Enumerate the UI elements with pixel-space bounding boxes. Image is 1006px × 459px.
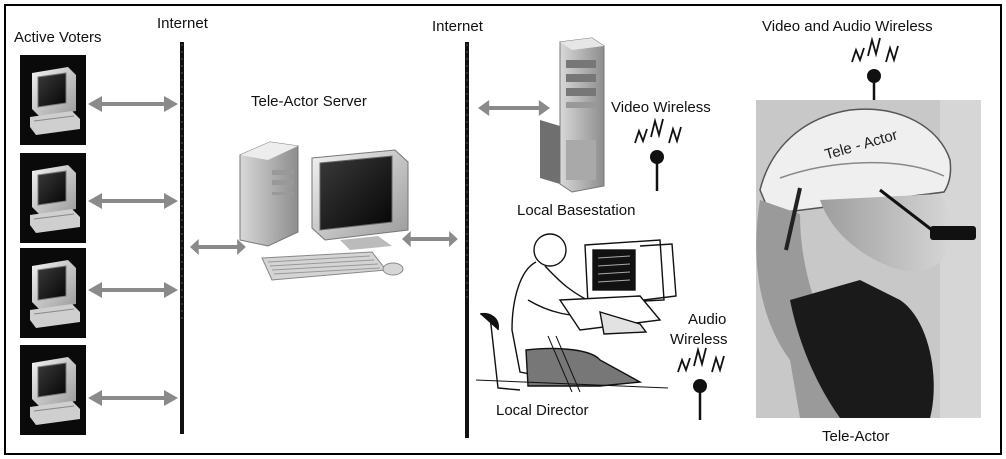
server-arrow-left <box>188 237 248 257</box>
voter-terminal-3 <box>19 247 87 339</box>
label-tele-actor-server: Tele-Actor Server <box>251 93 367 110</box>
voter-terminal-1 <box>19 54 87 146</box>
label-internet-left: Internet <box>157 15 209 32</box>
voter-terminal-4 <box>19 344 87 436</box>
basestation-arrow <box>476 98 552 118</box>
label-audio-wireless-line1: Audio <box>688 311 726 328</box>
tele-actor-photo: Tele - Actor <box>756 100 981 418</box>
label-tele-actor: Tele-Actor <box>822 428 890 445</box>
label-video-and-audio-wireless: Video and Audio Wireless <box>762 18 933 35</box>
label-internet-right: Internet <box>432 18 484 35</box>
diagram-border <box>4 4 1002 455</box>
label-active-voters: Active Voters <box>14 29 102 46</box>
label-local-basestation: Local Basestation <box>517 202 635 219</box>
label-audio-wireless-line2: Wireless <box>670 331 728 348</box>
label-local-director: Local Director <box>496 402 589 419</box>
voter-terminal-2 <box>19 152 87 244</box>
voter-arrow-3 <box>86 280 180 300</box>
audio-wireless-antenna-icon <box>676 346 726 422</box>
video-wireless-antenna-icon <box>633 117 683 193</box>
label-video-wireless: Video Wireless <box>611 99 711 116</box>
basestation-tower <box>540 37 605 193</box>
server-arrow-right <box>400 229 460 249</box>
voter-arrow-4 <box>86 388 180 408</box>
local-director-drawing <box>475 233 677 393</box>
video-audio-wireless-antenna-icon <box>850 36 900 112</box>
tele-actor-server-computer <box>239 141 409 281</box>
voter-arrow-1 <box>86 94 180 114</box>
voter-arrow-2 <box>86 191 180 211</box>
